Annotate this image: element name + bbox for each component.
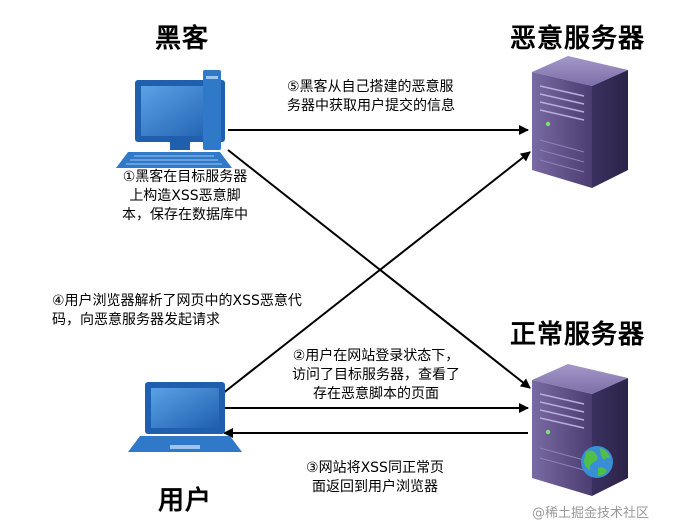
hacker-label: 黑客 — [155, 24, 210, 54]
server-tower-globe-icon — [532, 364, 628, 496]
step4-note: ④用户浏览器解析了网页中的XSS恶意代 码，向恶意服务器发起请求 — [52, 292, 302, 330]
step1-line3: 本，保存在数据库中 — [122, 207, 248, 223]
arrow-step4-user-to-evil-server — [221, 151, 531, 395]
evil-server-label: 恶意服务器 — [510, 24, 646, 54]
step2-note: ②用户在网站登录状态下， 访问了目标服务器，查看了 存在恶意脚本的页面 — [278, 347, 474, 404]
step4-line2: 码，向恶意服务器发起请求 — [52, 312, 220, 328]
desktop-computer-icon — [116, 70, 232, 168]
arrow-step1-hacker-to-normal-server — [227, 149, 531, 389]
step1-note: ①黑客在目标服务器 上构造XSS恶意脚 本，保存在数据库中 — [105, 168, 265, 225]
laptop-icon — [128, 382, 242, 452]
step2-line3: 存在恶意脚本的页面 — [313, 386, 439, 402]
step4-line1: ④用户浏览器解析了网页中的XSS恶意代 — [52, 293, 302, 309]
step5-note: ⑤黑客从自己搭建的恶意服 务器中获取用户提交的信息 — [287, 78, 455, 116]
step1-line2: 上构造XSS恶意脚 — [129, 188, 241, 204]
step3-line2: 面返回到用户浏览器 — [312, 479, 438, 495]
step1-line1: ①黑客在目标服务器 — [122, 169, 248, 185]
step3-line1: ③网站将XSS同正常页 — [306, 460, 444, 476]
step3-note: ③网站将XSS同正常页 面返回到用户浏览器 — [290, 459, 460, 497]
normal-server-label: 正常服务器 — [510, 320, 646, 350]
step2-line2: 访问了目标服务器，查看了 — [292, 367, 460, 383]
step5-line2: 务器中获取用户提交的信息 — [287, 98, 455, 114]
user-label: 用户 — [158, 486, 213, 516]
step5-line1: ⑤黑客从自己搭建的恶意服 — [287, 79, 454, 95]
server-tower-icon — [532, 56, 628, 188]
step2-line1: ②用户在网站登录状态下， — [292, 348, 460, 364]
globe-icon — [581, 446, 613, 478]
watermark: @稀土掘金技术社区 — [532, 506, 650, 521]
